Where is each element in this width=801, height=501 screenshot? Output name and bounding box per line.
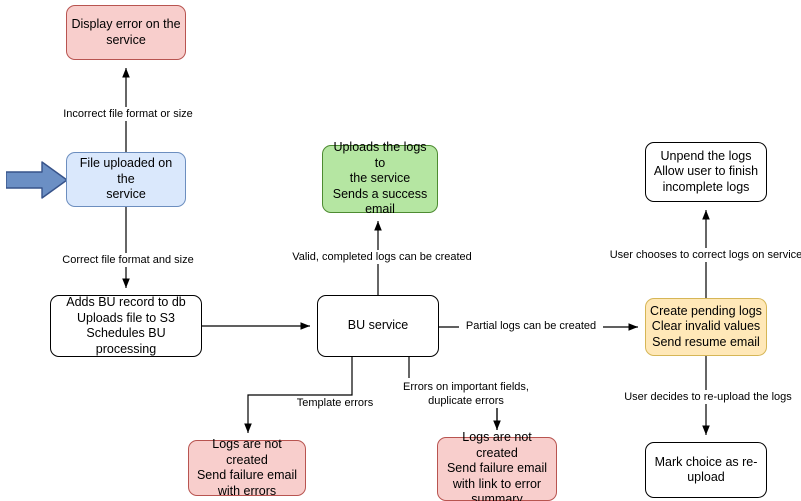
node-bu-service[interactable]: BU service <box>317 295 439 357</box>
node-create-pending-logs[interactable]: Create pending logs Clear invalid values… <box>645 298 767 356</box>
node-logs-not-created-error-summary[interactable]: Logs are not created Send failure email … <box>437 430 557 501</box>
node-file-uploaded-on-service[interactable]: File uploaded on the service <box>66 152 186 207</box>
edge-label-errors-on-important-fields: Errors on important fields, duplicate er… <box>394 380 538 408</box>
edge-bu-service-to-logs-not-created-template <box>244 357 353 433</box>
node-logs-not-created-template-errors[interactable]: Logs are not created Send failure email … <box>188 437 306 498</box>
edge-label-incorrect-file-format: Incorrect file format or size <box>58 107 198 121</box>
node-adds-bu-record[interactable]: Adds BU record to db Uploads file to S3 … <box>50 295 202 357</box>
edge-label-user-decides-reupload: User decides to re-upload the logs <box>620 390 796 404</box>
edge-label-valid-completed-logs: Valid, completed logs can be created <box>284 250 480 264</box>
edge-label-correct-file-format: Correct file format and size <box>58 253 198 267</box>
edge-label-user-chooses-correct-logs: User chooses to correct logs on service <box>605 248 801 262</box>
edge-label-template-errors: Template errors <box>289 396 381 410</box>
entry-block-arrow-icon <box>6 161 68 199</box>
node-display-error[interactable]: Display error on the service <box>66 5 186 60</box>
edge-label-partial-logs: Partial logs can be created <box>459 319 603 333</box>
node-uploads-logs-success[interactable]: Uploads the logs to the service Sends a … <box>322 140 438 216</box>
node-mark-choice-as-reupload[interactable]: Mark choice as re- upload <box>645 442 767 498</box>
edge-bu-service-to-logs-not-created-fields <box>408 357 501 430</box>
node-unpend-the-logs[interactable]: Unpend the logs Allow user to finish inc… <box>645 142 767 202</box>
